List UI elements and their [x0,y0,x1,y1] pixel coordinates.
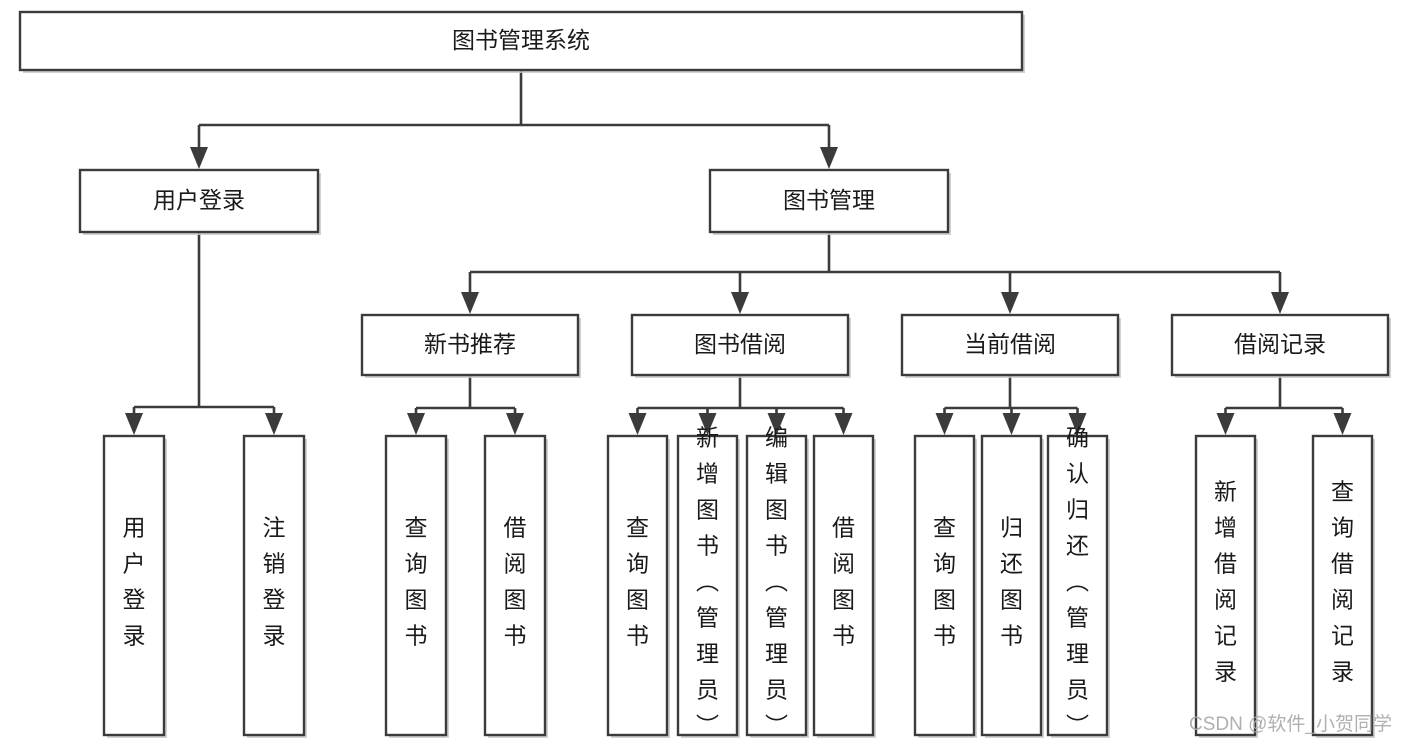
arrow-head-icon [265,413,283,435]
node-label: 确认归还︵管理员︶ [1066,425,1089,739]
node-label: 借阅记录 [1234,331,1326,357]
node-leaf-add-book: 新增图书︵管理员︶ [676,425,740,739]
arrow-head-icon [698,413,717,435]
node-current-borrow: 当前借阅 [900,313,1121,378]
node-box [980,434,1043,737]
node-leaf-edit-book: 编辑图书︵管理员︶ [745,425,809,739]
node-label: 查询图书 [933,515,956,649]
node-box [630,313,850,377]
node-box [606,434,669,737]
arrow-head-icon [820,147,838,169]
node-leaf-query-book-rec: 查询图书 [384,434,449,738]
arrow-head-icon [834,413,853,435]
arrow-head-icon [461,292,479,314]
node-label: 当前借阅 [964,331,1056,357]
csdn-watermark: CSDN @软件_小贺同学 [1189,713,1392,735]
node-label: 借阅图书 [504,515,527,649]
node-user-login: 用户登录 [78,168,321,235]
node-root: 图书管理系统 [18,10,1025,73]
node-box [102,434,166,737]
arrow-head-icon [1001,292,1019,314]
node-new-book-rec: 新书推荐 [360,313,581,378]
node-box [900,313,1120,377]
node-box [18,10,1024,72]
arrow-head-icon [628,413,647,435]
arrow-head-icon [407,413,425,435]
node-borrow-record: 借阅记录 [1170,313,1391,378]
node-leaf-borrow-book-b: 借阅图书 [812,434,876,738]
arrow-head-icon [1271,292,1289,314]
node-label: 图书管理系统 [452,27,590,53]
node-label: 图书管理 [783,187,875,213]
node-box [242,434,306,737]
node-box [78,168,320,234]
node-box [1170,313,1390,377]
arrow-head-icon [1068,413,1087,435]
node-label: 查询图书 [626,515,649,649]
arrow-head-icon [125,413,143,435]
node-label: 用户登录 [123,515,146,649]
arrow-head-icon [1333,413,1352,435]
node-leaf-query-record: 查询借阅记录 [1311,434,1375,738]
arrow-head-icon [190,147,208,169]
node-label: 借阅图书 [832,515,855,649]
node-label: 查询借阅记录 [1331,479,1354,685]
connectors-layer [125,70,1352,435]
node-box [384,434,448,737]
arrow-head-icon [935,413,954,435]
node-box [483,434,547,737]
nodes-layer: 图书管理系统用户登录图书管理新书推荐图书借阅当前借阅借阅记录用户登录注销登录查询… [18,10,1391,739]
node-box [745,434,808,737]
node-leaf-user-login: 用户登录 [102,434,167,738]
node-label: 注销登录 [263,515,286,649]
node-box [913,434,976,737]
node-label: 查询图书 [405,515,428,649]
node-book-borrow: 图书借阅 [630,313,851,378]
node-leaf-confirm-return: 确认归还︵管理员︶ [1046,425,1110,739]
node-leaf-query-book-b: 查询图书 [606,434,670,738]
node-label: 用户登录 [153,187,245,213]
node-leaf-return-book: 归还图书 [980,434,1044,738]
arrow-head-icon [1002,413,1021,435]
node-box [1046,434,1109,737]
node-label: 新增借阅记录 [1214,479,1237,685]
arrow-head-icon [1216,413,1235,435]
node-box [1311,434,1374,737]
node-label: 编辑图书︵管理员︶ [765,425,788,739]
node-label: 图书借阅 [694,331,786,357]
node-book-manage: 图书管理 [708,168,951,235]
node-label: 新增图书︵管理员︶ [696,425,719,739]
node-box [360,313,580,377]
arrow-head-icon [506,413,524,435]
node-box [1194,434,1257,737]
node-box [676,434,739,737]
node-box [812,434,875,737]
node-box [708,168,950,234]
node-label: 新书推荐 [424,331,516,357]
arrow-head-icon [731,292,749,314]
node-leaf-logout: 注销登录 [242,434,307,738]
arrow-head-icon [767,413,786,435]
node-label: 归还图书 [1000,515,1023,649]
node-leaf-borrow-book-rec: 借阅图书 [483,434,548,738]
node-leaf-add-record: 新增借阅记录 [1194,434,1258,738]
node-leaf-query-book-c: 查询图书 [913,434,977,738]
